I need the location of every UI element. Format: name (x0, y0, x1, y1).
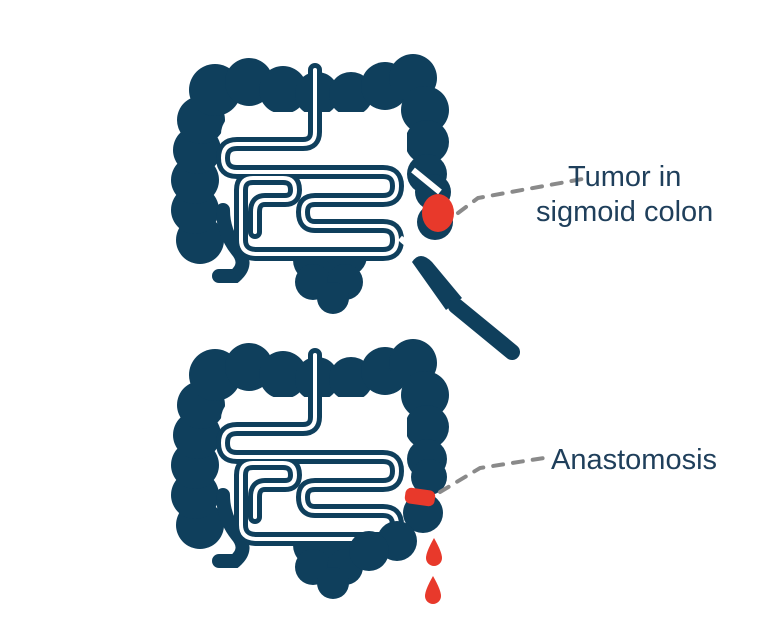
tumor-leader-line (456, 176, 590, 215)
blood-drop-icon (425, 576, 441, 604)
tumor-callout: Tumor in sigmoid colon (536, 160, 713, 230)
intestine-after (171, 339, 449, 599)
anastomosis-callout: Anastomosis (551, 443, 717, 478)
tumor-marker-icon (422, 194, 454, 232)
anastomosis-label: Anastomosis (551, 444, 718, 476)
blood-drop-icon (426, 538, 442, 566)
tumor-label-line1: Tumor in (567, 161, 682, 193)
anastomosis-leader-line (438, 456, 546, 494)
cut-line-upper (411, 167, 442, 195)
tumor-label-line2: sigmoid colon (536, 196, 714, 228)
scalpel-icon (412, 256, 520, 360)
anastomosis-band-icon (404, 487, 436, 507)
intestine-before (171, 54, 453, 314)
